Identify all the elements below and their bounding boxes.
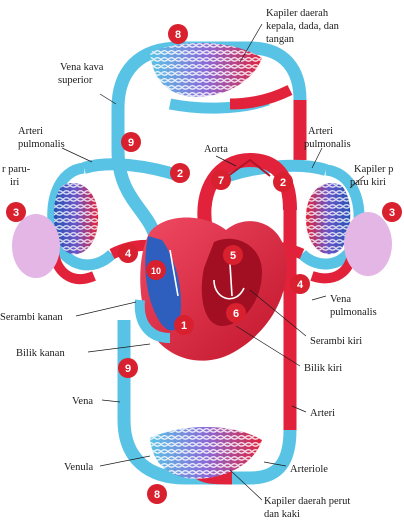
label-vena: Vena xyxy=(72,396,93,407)
badge-3-right: 3 xyxy=(382,202,402,222)
svg-text:1: 1 xyxy=(181,320,187,332)
badge-1: 1 xyxy=(174,315,194,335)
badge-3-left: 3 xyxy=(6,202,26,222)
label-serambi-kiri: Serambi kiri xyxy=(310,336,362,347)
svg-text:10: 10 xyxy=(151,266,161,276)
label-kapiler-perut: Kapiler daerah perut xyxy=(264,496,350,507)
svg-text:9: 9 xyxy=(128,137,134,149)
label-aorta: Aorta xyxy=(204,144,228,155)
label-serambi-kanan: Serambi kanan xyxy=(0,312,63,323)
svg-text:pulmonalis: pulmonalis xyxy=(18,139,65,150)
label-bilik-kanan: Bilik kanan xyxy=(16,348,65,359)
svg-text:pulmonalis: pulmonalis xyxy=(304,139,351,150)
svg-text:3: 3 xyxy=(13,207,19,219)
svg-text:7: 7 xyxy=(218,175,224,187)
svg-text:superior: superior xyxy=(58,75,93,86)
label-bilik-kiri: Bilik kiri xyxy=(304,363,342,374)
badge-6: 6 xyxy=(226,303,246,323)
left-lung-shape xyxy=(344,212,392,276)
label-vena-pulmonalis: Vena xyxy=(330,294,351,305)
svg-text:8: 8 xyxy=(175,29,181,41)
badge-7: 7 xyxy=(211,170,231,190)
badge-10: 10 xyxy=(146,260,166,280)
badge-8-bottom: 8 xyxy=(147,484,167,504)
svg-text:2: 2 xyxy=(177,168,183,180)
badge-4-left: 4 xyxy=(118,243,138,263)
label-kapiler-kepala: Kapiler daerah xyxy=(266,8,329,19)
svg-text:4: 4 xyxy=(297,279,304,291)
label-arteri: Arteri xyxy=(310,408,335,419)
svg-text:8: 8 xyxy=(154,489,160,501)
label-arteri-pulmonalis-left: Arteri xyxy=(18,126,43,137)
badge-2-left: 2 xyxy=(170,163,190,183)
svg-text:5: 5 xyxy=(230,250,236,262)
heart xyxy=(140,218,287,361)
svg-text:6: 6 xyxy=(233,308,239,320)
label-kapiler-paru-right: Kapiler p xyxy=(354,164,393,175)
svg-text:iri: iri xyxy=(10,177,19,188)
label-vena-kava-superior: Vena kava xyxy=(60,62,104,73)
svg-text:tangan: tangan xyxy=(266,34,295,45)
svg-text:paru kiri: paru kiri xyxy=(350,177,386,188)
right-lung-shape xyxy=(12,214,60,278)
badge-2-right: 2 xyxy=(273,172,293,192)
svg-text:4: 4 xyxy=(125,248,132,260)
label-arteri-pulmonalis-right: Arteri xyxy=(308,126,333,137)
svg-text:2: 2 xyxy=(280,177,286,189)
badge-8-top: 8 xyxy=(168,24,188,44)
svg-text:kepala, dada, dan: kepala, dada, dan xyxy=(266,21,340,32)
label-arteriole: Arteriole xyxy=(290,464,328,475)
svg-text:dan kaki: dan kaki xyxy=(264,509,300,520)
label-kapiler-paru-left: r paru- xyxy=(2,164,31,175)
upper-body-capillary-loop xyxy=(118,43,300,160)
badge-9-bottom: 9 xyxy=(118,358,138,378)
badge-9-top: 9 xyxy=(121,132,141,152)
badge-5: 5 xyxy=(223,245,243,265)
svg-text:9: 9 xyxy=(125,363,131,375)
badge-4-right: 4 xyxy=(290,274,310,294)
svg-text:3: 3 xyxy=(389,207,395,219)
svg-text:pulmonalis: pulmonalis xyxy=(330,307,377,318)
label-venula: Venula xyxy=(64,462,93,473)
